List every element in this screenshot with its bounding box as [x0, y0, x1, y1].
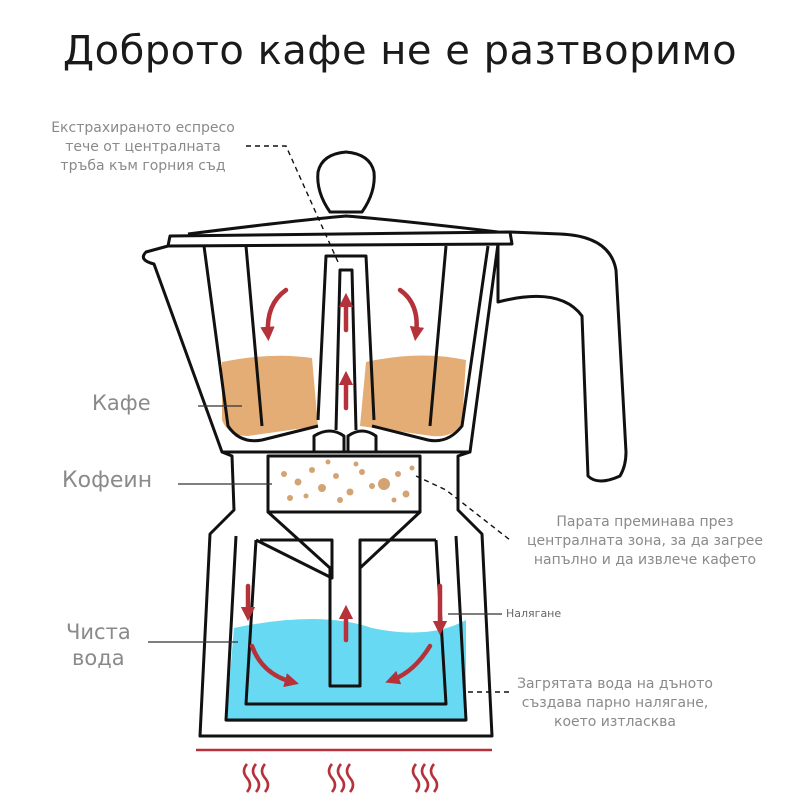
arrow-curve [385, 643, 433, 685]
handle [496, 230, 628, 483]
label-line: вода [72, 646, 125, 670]
pressure-label: Налягане [506, 607, 562, 620]
note-line: Екстрахираното еспресо [51, 120, 235, 136]
note-line: напълно и да извлече кафето [533, 552, 757, 568]
filter-basket [266, 454, 422, 514]
caffeine-label: Кофеин [62, 468, 153, 493]
coffee-fill-left [222, 355, 318, 436]
note-line: Парата преминава през [556, 514, 734, 530]
leader-lines [246, 145, 511, 693]
arrow-curve [260, 287, 289, 342]
arrow-curve [249, 643, 299, 688]
note-line: тръба към горния съд [60, 158, 226, 174]
arrow-curve [397, 287, 425, 342]
water-chamber [224, 535, 468, 722]
coffee-fill-right [360, 355, 466, 437]
extracted-espresso-note: Екстрахираното еспресо тече от централна… [38, 119, 248, 176]
flow-arrows [240, 287, 448, 688]
central-tube [316, 254, 376, 421]
note-line: което изтласква [553, 714, 676, 730]
note-line: Загрятата вода на дъното [517, 676, 713, 692]
water-fill [226, 619, 466, 722]
funnel [266, 510, 422, 688]
lid [166, 230, 514, 248]
label-line: Чиста [66, 620, 131, 644]
heated-water-note: Загрятата вода на дъното създава парно н… [505, 675, 725, 732]
lid-knob [316, 150, 376, 214]
coffee-label: Кафе [92, 391, 151, 415]
clean-water-label: Чиста вода [66, 619, 131, 671]
upper-chamber [141, 243, 500, 454]
heat-waves [242, 763, 439, 793]
note-line: създава парно налягане, [521, 695, 709, 711]
label-connectors [148, 405, 502, 643]
diagram-title: Доброто кафе не е разтворимо [62, 28, 738, 74]
waist [198, 450, 494, 738]
coffee-grounds [281, 459, 415, 503]
note-line: тече от централната [65, 139, 221, 155]
steam-note: Парата преминава през централната зона, … [505, 513, 785, 570]
note-line: централната зона, за да загрее [526, 533, 764, 549]
